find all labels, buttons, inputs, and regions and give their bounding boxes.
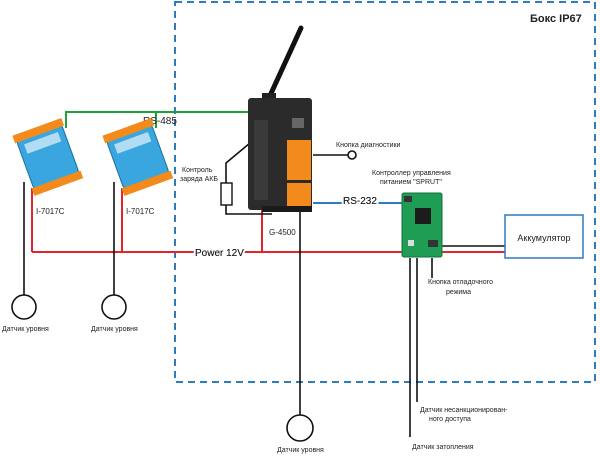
signal-wires [23,142,505,437]
controller-label-1: Контроллер управления [372,170,451,177]
level-sensor-1-icon [11,294,37,320]
box-title: Бокс IP67 [530,13,582,25]
level-sensor-2-icon [101,294,127,320]
charge-control-resistor [220,182,233,206]
tamper-sensor-label-1: Датчик несанкционирован- [420,407,508,414]
battery-box [504,214,584,259]
rs232-label: RS-232 [343,196,377,207]
sensor-level-label-2: Датчик уровня [91,326,138,333]
gateway-antenna [265,25,304,103]
rs485-bus [65,111,260,128]
module-right-label: I-7017C [126,207,155,216]
level-sensor-3-icon [286,414,314,442]
module-right-body [102,118,174,196]
sprut-controller-board [401,192,443,258]
charge-control-label-1: Контроль [182,167,213,174]
module-left-label: I-7017C [36,207,65,216]
debug-button-label-2: режима [446,289,471,296]
sensor-level-label-3: Датчик уровня [277,447,324,454]
ip67-box-border [174,1,596,383]
power-label: Power 12V [195,248,244,259]
flood-sensor-label: Датчик затопления [412,444,474,451]
controller-label-2: питанием "SPRUT" [380,179,442,186]
module-left-body [12,118,84,196]
debug-button-label-1: Кнопка отладочного [428,279,493,286]
gateway-label: G-4500 [269,228,296,237]
power-label-text: Power 12V [195,248,244,259]
gateway-device [248,25,312,212]
tamper-sensor-label-2: ного доступа [429,416,471,423]
diag-button-label: Кнопка диагностики [336,142,401,149]
rs485-label: RS-485 [143,116,177,127]
charge-control-label-2: заряда АКБ [180,176,218,183]
diag-button-icon [347,150,357,160]
rs232-label-text: RS-232 [343,196,377,207]
sensor-level-label-1: Датчик уровня [2,326,49,333]
battery-label: Аккумулятор [517,233,570,243]
